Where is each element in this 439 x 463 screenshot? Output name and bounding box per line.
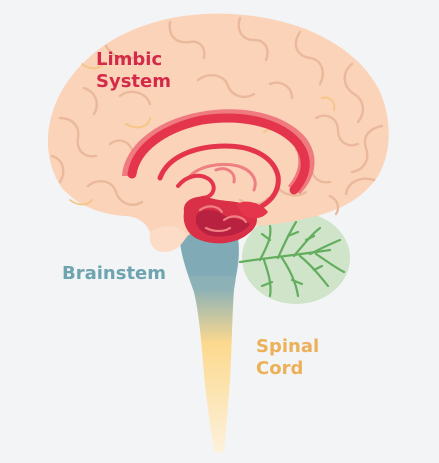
spinal-cord-label: Spinal Cord: [256, 336, 319, 380]
limbic-system-label-line2: System: [96, 71, 171, 92]
brainstem-label: Brainstem: [62, 263, 166, 285]
spinal-cord-icon: [179, 226, 239, 452]
limbic-system-label: Limbic System: [96, 49, 171, 93]
spinal-cord-label-line1: Spinal: [256, 336, 320, 357]
spinal-cord-label-line2: Cord: [256, 358, 304, 379]
brainstem-label-text: Brainstem: [62, 263, 167, 284]
limbic-system-icon: [122, 109, 315, 244]
limbic-system-label-line1: Limbic: [96, 49, 163, 70]
cerebellum-icon: [238, 212, 350, 304]
